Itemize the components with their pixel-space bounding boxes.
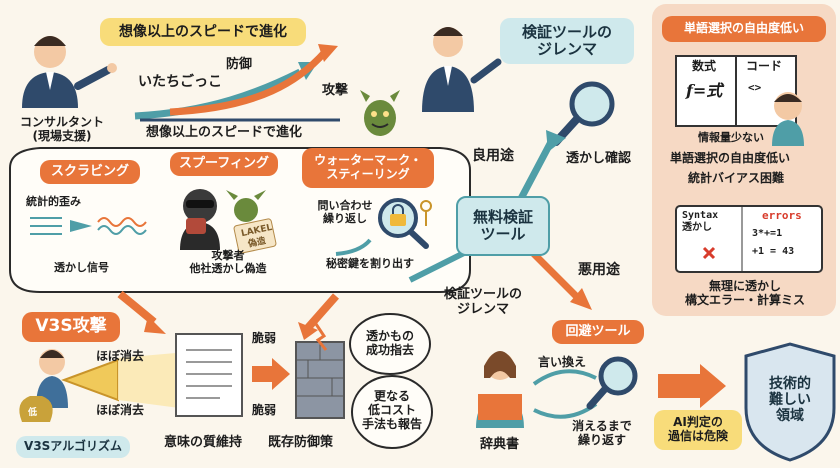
lock-icon xyxy=(378,198,432,249)
consultant-label: コンサルタント (現場支援) xyxy=(19,115,104,143)
wall-icon xyxy=(295,323,345,419)
kid-figure xyxy=(36,349,119,408)
ai-warning-badge: AI判定の 過信は危険 xyxy=(654,410,742,450)
info-low-label: 情報量少ない xyxy=(698,131,764,144)
game-label: いたちごっこ xyxy=(138,74,222,90)
erase-label-1: ほぼ消去 xyxy=(96,349,145,363)
document-icon xyxy=(175,333,243,417)
magnifier-icon xyxy=(552,81,615,146)
speed-label: 想像以上のスピードで進化 xyxy=(146,125,303,140)
spoofing-banner: スプーフィング xyxy=(170,152,278,176)
secret-key-label: 秘密鍵を割り出す xyxy=(326,257,414,270)
free-tool-box: 無料検証 ツール xyxy=(456,196,550,256)
arrow-icon xyxy=(252,358,290,390)
repeat-until-label: 消えるまで 繰り返す xyxy=(572,419,632,447)
side-title-banner: 単語選択の自由度低い xyxy=(662,16,826,42)
erase-label-2: ほぼ消去 xyxy=(96,403,145,417)
bad-use-arrow xyxy=(527,247,583,303)
v3s-banner: V3S攻撃 xyxy=(22,312,120,342)
stat-bias-label: 統計バイアス困難 xyxy=(688,171,785,185)
lowcost-label: 更なる 低コスト 手法も報告 xyxy=(361,389,422,431)
book-right-code: <> xyxy=(748,81,762,94)
defense-label: 防御 xyxy=(226,57,253,72)
consultant-figure xyxy=(22,36,117,108)
forced-watermark-label: 無理に透かし 構文エラー・計算ミス xyxy=(684,279,805,307)
errors-title: errors xyxy=(762,209,802,222)
speed-banner: 想像以上のスピードで進化 xyxy=(100,18,306,46)
v3s-algorithm-label: V3Sアルゴリズム xyxy=(16,436,130,458)
distortion-label: 統計的歪み xyxy=(26,195,81,208)
dilemma-top-banner: 検証ツールの ジレンマ xyxy=(500,18,634,64)
book-right-title: コード xyxy=(746,59,783,73)
bad-use-label: 悪用途 xyxy=(578,262,620,278)
success-label: 透かもの 成功指去 xyxy=(365,329,414,357)
dictionary-label: 辞典書 xyxy=(480,437,520,452)
quality-label: 意味の質維持 xyxy=(164,435,243,450)
scraping-banner: スクラビング xyxy=(40,160,140,184)
repeat-query-label: 問い合わせ 繰り返し xyxy=(317,199,373,225)
arrow-icon xyxy=(658,364,726,408)
center-dilemma-label: 検証ツールの ジレンマ xyxy=(443,287,522,317)
arrowhead-icon xyxy=(318,44,338,62)
book-icon xyxy=(675,55,797,127)
success-bubble xyxy=(349,313,431,375)
magnifier-icon xyxy=(586,356,638,410)
hacker-figure xyxy=(180,189,277,254)
weak-label-1: 脆弱 xyxy=(252,331,277,345)
shield-icon xyxy=(744,342,836,462)
math-line-1: 3*+=1 xyxy=(752,228,783,239)
devil-icon xyxy=(360,90,400,136)
money-bag-icon xyxy=(19,396,53,422)
math-line-2: +1 = 43 xyxy=(752,246,795,257)
signal-label: 透かし信号 xyxy=(54,261,109,274)
paraphrase-label: 言い換え xyxy=(538,355,587,369)
businessman-figure xyxy=(422,27,502,112)
existing-defense-label: 既存防御策 xyxy=(268,435,334,450)
defense-arrow xyxy=(169,49,328,116)
cycle-arrow xyxy=(532,369,597,386)
shield-label: 技術的 難しい 領域 xyxy=(769,376,811,425)
weak-label-2: 脆弱 xyxy=(252,403,277,417)
syntax-title: Syntax 透かし xyxy=(682,210,719,233)
flow-arrow xyxy=(303,293,339,333)
good-use-label: 良用途 xyxy=(472,148,514,164)
bag-label: 低 xyxy=(28,408,38,418)
attack-label: 攻撃 xyxy=(322,83,349,98)
reader-figure xyxy=(476,351,524,428)
arrowhead-icon xyxy=(570,288,592,310)
stealing-banner: ウォーターマーク・ スティーリング xyxy=(302,148,434,188)
arrowhead-icon xyxy=(546,130,566,152)
loop-arrow xyxy=(335,238,372,256)
spoofing-label: 攻撃者 他社透かし偽造 xyxy=(189,249,267,275)
watermark-check-label: 透かし確認 xyxy=(566,151,632,166)
game-arrow xyxy=(134,68,302,120)
book-left-formula: f=式 xyxy=(686,81,723,100)
lowcost-bubble xyxy=(351,375,433,449)
freedom-low-label: 単語選択の自由度低い xyxy=(670,151,791,165)
syntax-card xyxy=(675,205,823,273)
book-left-title: 数式 xyxy=(692,59,717,73)
thinking-boy-figure xyxy=(772,92,804,146)
wave-graphic xyxy=(30,217,147,235)
flow-arrow xyxy=(408,247,472,283)
evasion-tool-banner: 回避ツール xyxy=(552,320,644,344)
